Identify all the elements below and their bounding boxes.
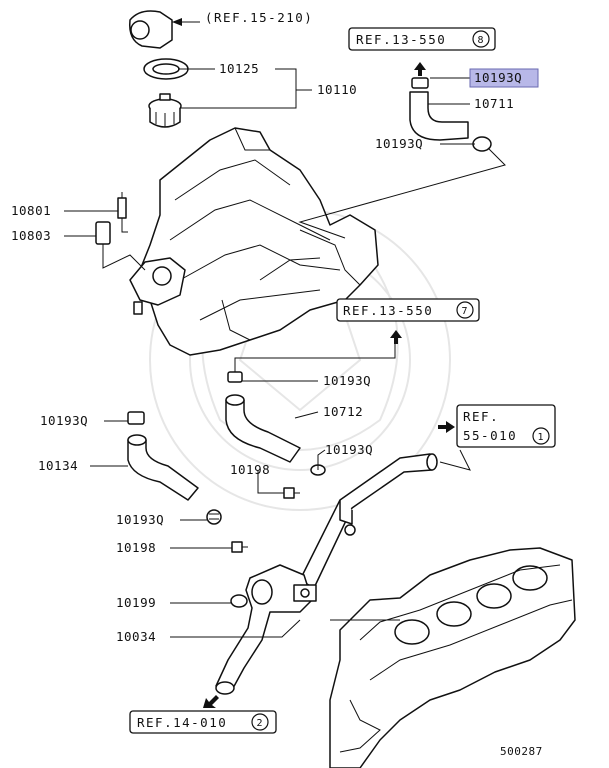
label-10193q-c[interactable]: 10193Q [40,413,88,428]
leader-lines [64,68,506,638]
label-10193q-a[interactable]: 10193Q [375,136,423,151]
svg-text:2: 2 [257,718,263,729]
svg-text:(REF.15-210): (REF.15-210) [205,10,313,25]
bypass-pipe [299,453,438,589]
label-10803[interactable]: 10803 [11,228,51,243]
leader-sensor [102,254,146,271]
svg-text:55-010: 55-010 [463,428,517,443]
label-10193q-highlight[interactable]: 10193Q [469,68,539,88]
label-10712[interactable]: 10712 [323,404,363,419]
label-10711[interactable]: 10711 [474,96,514,111]
label-10125[interactable]: 10125 [219,61,259,76]
ref-13-550-7[interactable]: REF.13-550 7 [336,298,480,322]
label-10198-a[interactable]: 10198 [230,462,270,477]
label-10193q-b[interactable]: 10193Q [323,373,371,388]
label-10801[interactable]: 10801 [11,203,51,218]
o-ring-10199 [230,594,248,608]
label-10134[interactable]: 10134 [38,458,78,473]
water-inlet-pipe [215,564,317,695]
ref-14-010-2[interactable]: REF.14-010 2 [129,710,277,734]
bolt-10198-a [283,487,300,499]
middle-hose [225,371,301,463]
svg-text:REF.: REF. [463,409,499,424]
ref-15-210[interactable]: (REF.15-210) [205,10,313,25]
temperature-sensor [95,221,111,256]
left-hose [127,411,199,501]
ref-13-550-8[interactable]: REF.13-550 8 [348,27,496,51]
thermostat-housing [129,10,200,49]
label-10198-b[interactable]: 10198 [116,540,156,555]
svg-text:1: 1 [538,432,544,443]
ref-55-010-1[interactable]: REF. 55-010 1 [456,404,556,448]
temperature-sender [117,192,127,219]
water-outlet-fitting [129,257,186,315]
label-10193q-d[interactable]: 10193Q [325,442,373,457]
svg-text:8: 8 [478,35,484,46]
svg-text:REF.13-550: REF.13-550 [343,303,433,318]
bolt-10198-b [231,541,248,553]
label-10199[interactable]: 10199 [116,595,156,610]
ref-arrows [203,62,455,708]
cylinder-head [329,547,576,768]
thermostat-gasket [143,58,189,80]
svg-text:REF.14-010: REF.14-010 [137,715,227,730]
diagram-number: 500287 [500,745,543,758]
svg-text:7: 7 [462,306,468,317]
leader-sender [121,218,128,233]
clamp-10193q-e [206,509,222,525]
thermostat [148,93,182,128]
svg-text:REF.13-550: REF.13-550 [356,32,446,47]
label-10034[interactable]: 10034 [116,629,156,644]
svg-text:10193Q: 10193Q [474,70,522,85]
label-10193q-e[interactable]: 10193Q [116,512,164,527]
label-10110[interactable]: 10110 [317,82,357,97]
